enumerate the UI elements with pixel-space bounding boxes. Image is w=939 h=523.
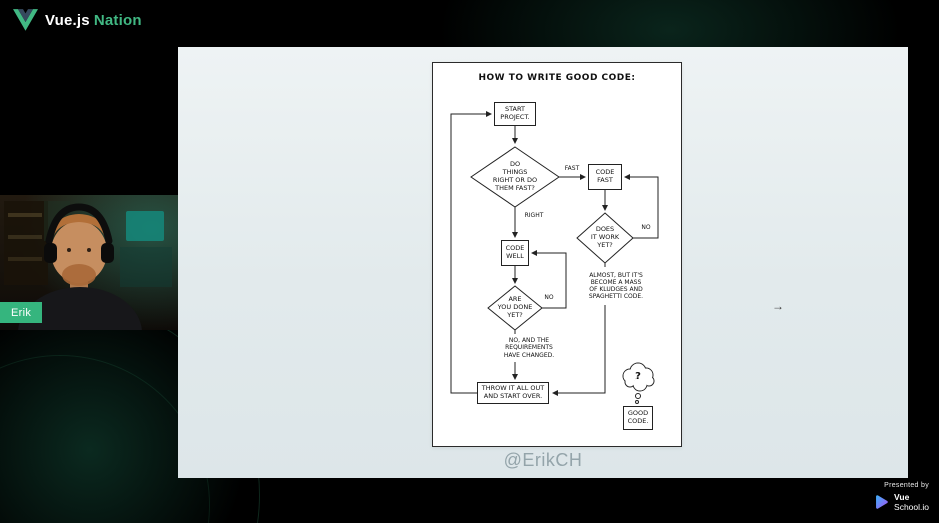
node-throw-it-out: THROW IT ALL OUT AND START OVER. — [477, 382, 549, 404]
edge-label-right: RIGHT — [524, 212, 544, 220]
edge-label-no-works: NO — [641, 224, 651, 232]
vueschool-logo-icon — [876, 495, 888, 509]
brand-name: Vue.js — [45, 11, 90, 29]
background-screen — [126, 211, 164, 241]
presented-by-label: Presented by — [884, 482, 929, 489]
presentation-slide: HOW TO WRITE GOOD CODE: START PROJECT. D… — [178, 47, 908, 478]
node-does-it-work: DOES IT WORK YET? — [590, 225, 620, 249]
sponsor-block: Presented by Vue School.io — [872, 482, 929, 512]
headphones-icon — [45, 203, 113, 245]
decision-diamonds — [470, 146, 634, 331]
webcam-video: Erik — [0, 195, 178, 330]
node-right-or-fast: DO THINGS RIGHT OR DO THEM FAST? — [492, 160, 538, 192]
sponsor-domain: School.io — [894, 502, 929, 513]
note-spaghetti-code: ALMOST, BUT IT'S BECOME A MASS OF KLUDGE… — [579, 267, 653, 305]
edge-label-fast: FAST — [564, 165, 580, 173]
comic-title: HOW TO WRITE GOOD CODE: — [478, 73, 636, 83]
edge-label-no-done: NO — [544, 294, 554, 302]
speaker-handle: @ErikCH — [503, 450, 583, 470]
flowchart-edges — [450, 111, 659, 396]
speaker-person — [18, 203, 142, 330]
xkcd-comic-panel: HOW TO WRITE GOOD CODE: START PROJECT. D… — [432, 62, 682, 447]
brand-name-accent: Nation — [93, 11, 142, 29]
node-code-well: CODE WELL — [501, 240, 529, 266]
node-are-you-done: ARE YOU DONE YET? — [497, 295, 533, 319]
sponsor-name: Vue — [894, 492, 910, 502]
thought-question-mark: ? — [635, 371, 641, 382]
speaker-name-badge: Erik — [0, 302, 43, 323]
note-requirements-changed: NO, AND THE REQUIREMENTS HAVE CHANGED. — [496, 334, 562, 362]
cursor-arrow: → — [772, 299, 784, 313]
node-start-project: START PROJECT. — [494, 102, 536, 126]
node-code-fast: CODE FAST — [588, 164, 622, 190]
thought-cloud — [622, 362, 655, 404]
flowchart-drawing — [450, 111, 659, 404]
vuejs-logo-icon — [13, 9, 38, 31]
node-good-code: GOOD CODE. — [623, 406, 653, 430]
